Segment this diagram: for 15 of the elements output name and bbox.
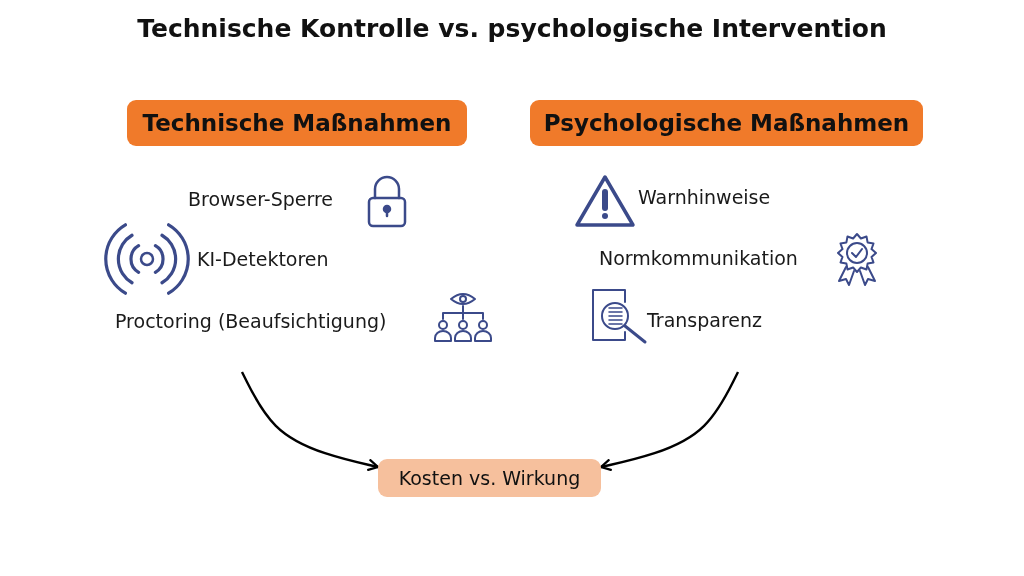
node-label: Technische Maßnahmen: [142, 110, 452, 136]
measure-label: KI-Detektoren: [197, 247, 329, 271]
node-label: Psychologische Maßnahmen: [543, 110, 910, 136]
result-box: [378, 459, 601, 497]
title: Technische Kontrolle vs. psychologische Intervention: [136, 14, 888, 43]
node-label: Kosten vs. Wirkung: [398, 467, 581, 489]
measure-label: Browser-Sperre: [188, 187, 333, 211]
curved-arrow: [599, 371, 740, 471]
category-header: [530, 100, 923, 146]
curved-arrow: [240, 371, 380, 471]
category-header: [127, 100, 467, 146]
measure-label: Warnhinweise: [638, 185, 771, 209]
measure-label: Transparenz: [647, 308, 762, 332]
measure-label: Proctoring (Beaufsichtigung): [115, 309, 387, 333]
measure-label: Normkommunikation: [599, 246, 798, 270]
